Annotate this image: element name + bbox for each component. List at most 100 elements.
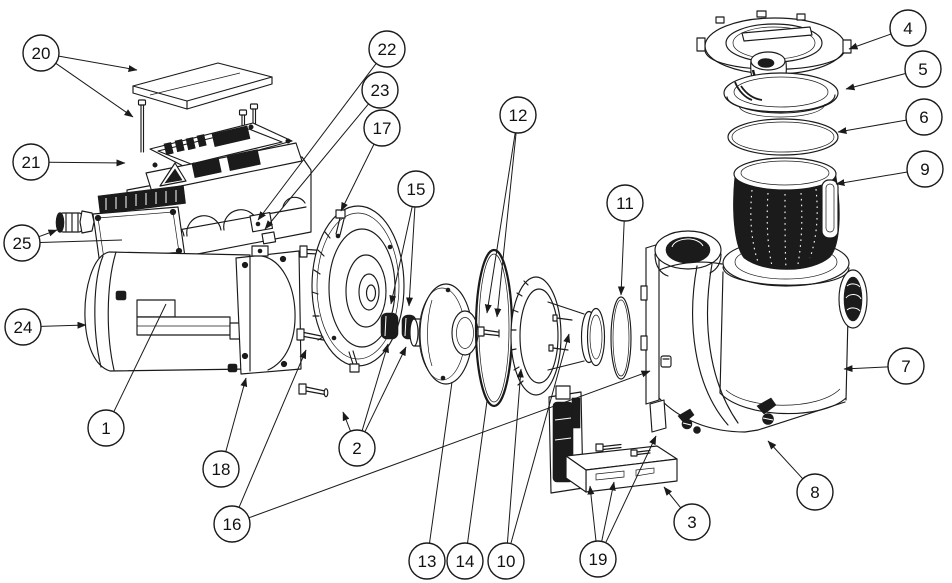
base-stand	[565, 443, 678, 493]
svg-text:25: 25	[13, 234, 32, 253]
leader-line-23	[264, 103, 369, 230]
flange-insert	[660, 355, 672, 368]
svg-text:7: 7	[901, 357, 910, 376]
leader-line-2	[364, 346, 407, 433]
leader-line-16	[238, 349, 307, 508]
drain-plugs	[677, 397, 777, 434]
callout-10: 10	[487, 542, 525, 580]
svg-text:4: 4	[903, 19, 912, 38]
diffuser-o-ring	[610, 296, 632, 380]
svg-text:16: 16	[223, 515, 242, 534]
leader-line-19	[587, 485, 597, 542]
callout-13: 13	[408, 542, 446, 580]
leader-line-3	[663, 486, 682, 509]
callout-22: 22	[368, 30, 406, 68]
leader-line-17	[340, 143, 375, 212]
leader-line-9	[835, 171, 908, 187]
svg-text:18: 18	[212, 460, 231, 479]
leader-line-14	[467, 400, 488, 544]
callout-4: 4	[889, 9, 927, 47]
leader-line-22	[257, 63, 377, 221]
leader-line-19	[605, 435, 657, 543]
callout-16: 16	[213, 505, 251, 543]
callout-12: 12	[499, 96, 537, 134]
svg-text:11: 11	[616, 194, 634, 213]
leader-line-19	[601, 481, 616, 542]
svg-text:22: 22	[378, 40, 397, 59]
callout-7: 7	[887, 347, 925, 385]
display-digits	[163, 125, 251, 156]
leader-line-15	[389, 206, 413, 305]
svg-text:14: 14	[456, 552, 475, 571]
gasket-screw	[477, 326, 500, 338]
leader-line-24	[40, 321, 87, 329]
diffuser-screws	[548, 314, 573, 352]
leader-line-10	[510, 333, 571, 544]
seal-plate-bolt-top	[335, 209, 346, 236]
impeller	[409, 283, 479, 385]
callout-3: 3	[673, 503, 711, 541]
leader-line-25	[39, 239, 123, 243]
seal-plate-bolt-bottom	[348, 350, 360, 373]
drive-cover	[132, 62, 273, 110]
svg-text:23: 23	[371, 81, 390, 100]
svg-text:19: 19	[589, 550, 608, 569]
lid	[723, 72, 839, 118]
callout-21: 21	[12, 143, 50, 181]
leader-line-2	[342, 411, 351, 432]
leader-line-16	[248, 370, 651, 519]
leader-line-20	[58, 55, 138, 72]
lid-o-ring	[727, 118, 839, 156]
svg-text:20: 20	[32, 44, 51, 63]
leader-line-7	[843, 365, 889, 373]
callout-14: 14	[446, 542, 484, 580]
callout-20: 20	[22, 34, 60, 72]
gasket	[474, 248, 514, 408]
leader-line-6	[837, 119, 907, 134]
svg-text:8: 8	[810, 483, 819, 502]
leader-line-4	[848, 33, 892, 50]
leader-line-18	[225, 377, 248, 452]
svg-text:12: 12	[509, 106, 528, 125]
callout-25: 25	[3, 224, 41, 262]
leader-line-2	[361, 343, 389, 431]
seal-plate	[311, 205, 405, 373]
leader-line-1	[113, 303, 167, 413]
callout-17: 17	[363, 109, 401, 147]
leader-line-13	[429, 381, 453, 544]
leader-line-25	[38, 229, 58, 238]
svg-text:17: 17	[373, 119, 392, 138]
svg-text:24: 24	[14, 318, 33, 337]
callout-11: 11	[606, 184, 644, 222]
svg-text:13: 13	[418, 552, 437, 571]
leader-line-12	[484, 132, 516, 314]
callout-24: 24	[4, 308, 42, 346]
svg-text:6: 6	[919, 108, 928, 127]
leader-line-12	[494, 132, 517, 318]
basket-handle	[821, 179, 839, 239]
svg-text:5: 5	[918, 60, 927, 79]
strainer-basket	[733, 157, 840, 270]
leader-line-11	[617, 220, 625, 296]
callout-15: 15	[397, 170, 435, 208]
top-discharge-port	[654, 230, 722, 277]
leader-line-15	[406, 206, 416, 307]
callout-23: 23	[361, 71, 399, 109]
callout-8: 8	[796, 473, 834, 511]
svg-text:21: 21	[22, 153, 41, 172]
callout-1: 1	[87, 409, 125, 447]
leader-line-8	[767, 440, 804, 480]
callout-5: 5	[904, 50, 942, 88]
cable-gland	[55, 210, 95, 234]
motor-flange	[235, 245, 302, 375]
svg-text:2: 2	[352, 439, 361, 458]
leader-line-20	[55, 62, 134, 118]
svg-text:1: 1	[101, 419, 110, 438]
svg-text:15: 15	[407, 180, 426, 199]
leader-line-10	[506, 368, 524, 544]
warning-triangle	[159, 162, 187, 187]
suction-port	[838, 269, 868, 329]
svg-text:3: 3	[687, 513, 696, 532]
